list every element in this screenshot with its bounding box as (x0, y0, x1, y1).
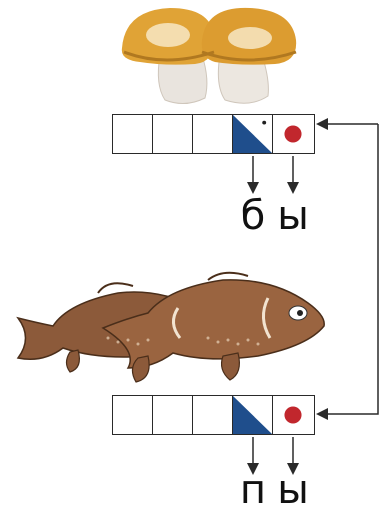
letter: б (233, 196, 273, 236)
letter: п (233, 470, 273, 510)
letter: ы (273, 196, 313, 236)
bracket-arrow-bottom (322, 124, 378, 414)
letter: ы (273, 470, 313, 510)
